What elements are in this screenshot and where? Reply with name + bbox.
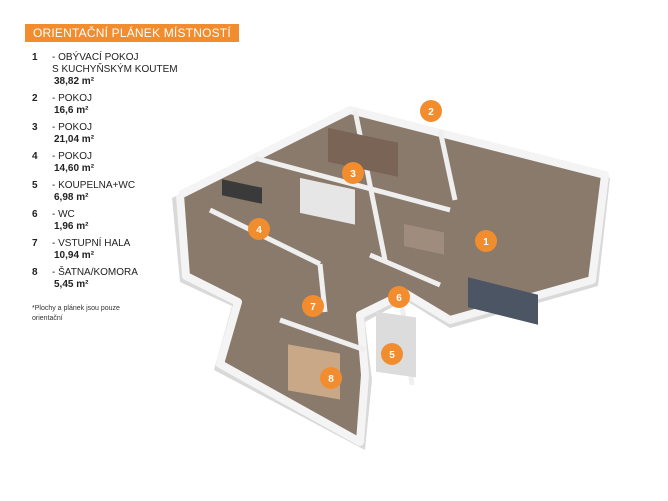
room-marker-8: 8 [320, 367, 342, 389]
room-marker-3: 3 [342, 162, 364, 184]
room-marker-7: 7 [302, 295, 324, 317]
legend-area: 16,6 m² [54, 105, 89, 116]
legend-number: 4 [32, 151, 38, 162]
legend-name: - WC [52, 209, 75, 220]
legend-number: 1 [32, 52, 38, 63]
legend-area: 38,82 m² [54, 76, 95, 87]
legend-area: 14,60 m² [54, 163, 95, 174]
marker-label: 5 [389, 350, 395, 361]
marker-label: 4 [256, 225, 262, 236]
marker-label: 6 [396, 293, 402, 304]
desk [222, 179, 262, 204]
outer-wall [176, 106, 609, 446]
legend-number: 8 [32, 267, 38, 278]
marker-label: 3 [350, 169, 356, 180]
legend-area: 10,94 m² [54, 250, 95, 261]
legend-name: - POKOJ [52, 93, 93, 104]
room-marker-4: 4 [248, 218, 270, 240]
wardrobe [328, 127, 398, 177]
dining-table [404, 223, 444, 255]
legend-number: 6 [32, 209, 38, 220]
floor-plan: 1 2 3 4 5 6 7 8 [172, 100, 610, 450]
legend-area: 5,45 m² [54, 279, 89, 290]
room-marker-2: 2 [420, 100, 442, 122]
legend-name: - KOUPELNA+WC [52, 180, 136, 191]
legend-name: - VSTUPNÍ HALA [52, 238, 131, 249]
bed [300, 177, 355, 225]
marker-label: 7 [310, 302, 316, 313]
legend-number: 7 [32, 238, 38, 249]
disclaimer-note: *Plochy a plánek jsou pouze orientační [32, 305, 120, 322]
legend-name: - POKOJ [52, 122, 93, 133]
page-title: ORIENTAČNÍ PLÁNEK MÍSTNOSTÍ [25, 24, 239, 42]
room-marker-5: 5 [381, 343, 403, 365]
legend-name: - ŠATNA/KOMORA [52, 267, 138, 278]
floor-area [180, 110, 605, 442]
legend-number: 5 [32, 180, 38, 191]
sofa [468, 277, 538, 325]
legend-number: 3 [32, 122, 38, 133]
marker-label: 1 [483, 237, 489, 248]
legend-name: - POKOJ [52, 151, 93, 162]
room-marker-1: 1 [475, 230, 497, 252]
marker-label: 8 [328, 374, 334, 385]
legend-area: 6,98 m² [54, 192, 89, 203]
legend-area: 21,04 m² [54, 134, 95, 145]
room-marker-6: 6 [388, 286, 410, 308]
legend-name: - OBÝVACÍ POKOJ S KUCHYŇSKÝM KOUTEM [52, 52, 178, 75]
marker-label: 2 [428, 107, 434, 118]
legend-number: 2 [32, 93, 38, 104]
legend-area: 1,96 m² [54, 221, 89, 232]
